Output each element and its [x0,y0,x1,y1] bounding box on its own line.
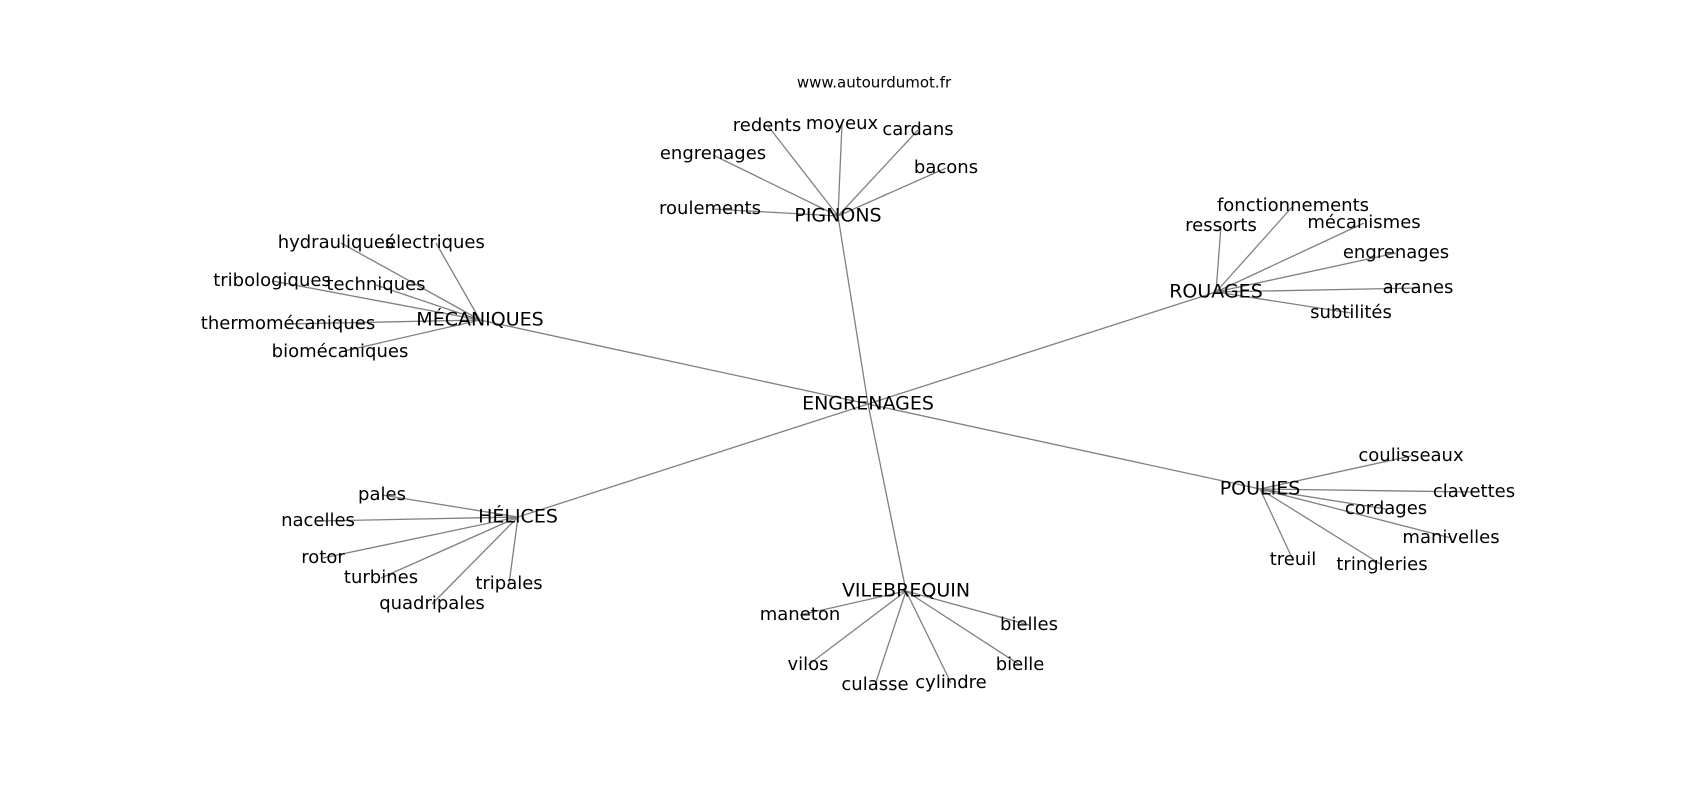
word-node[interactable]: bielles [1000,614,1058,635]
word-node[interactable]: redents [733,115,801,136]
edge-hub-to-word [317,516,519,522]
hub-node[interactable]: POULIES [1220,478,1301,500]
edge-hub-to-word [380,516,519,579]
word-node[interactable]: cardans [882,119,953,140]
word-node[interactable]: manivelles [1402,527,1499,548]
edge-hub-to-word [375,284,481,321]
edge-hub-to-word [807,590,907,666]
graph-edges [272,123,1475,686]
word-node[interactable]: bielle [996,654,1045,675]
word-node[interactable]: nacelles [281,510,355,531]
edge-hub-to-word [287,319,481,325]
word-node[interactable]: biomécaniques [272,341,409,362]
word-node[interactable]: tribologiques [213,270,331,291]
edge-hub-to-word [435,242,481,321]
edge-hub-to-word [1215,205,1294,293]
edge-hub-to-word [1259,488,1387,510]
word-node[interactable]: maneton [760,604,841,625]
edge-hub-to-word [381,494,519,518]
word-node[interactable]: techniques [326,274,425,295]
edge-hub-to-word [712,154,839,217]
edge-hub-to-word [1215,291,1352,314]
edge-center-to-hub [867,291,1217,405]
word-node[interactable]: hydrauliques [278,232,395,253]
edge-hub-to-word [322,516,519,559]
edge-hub-to-word [767,125,839,217]
edge-hub-to-word [905,590,952,684]
edge-hub-to-word [837,123,843,217]
hub-node[interactable]: PIGNONS [794,205,881,227]
word-node[interactable]: vilos [787,654,828,675]
edge-hub-to-word [711,208,839,217]
center-node[interactable]: ENGRENAGES [802,393,934,415]
hub-node[interactable]: VILEBREQUIN [842,580,970,602]
word-node[interactable]: quadripales [379,593,485,614]
word-node[interactable]: roulements [659,198,761,219]
hub-node[interactable]: MÉCANIQUES [416,308,543,331]
word-node[interactable]: cordages [1345,498,1427,519]
word-node[interactable]: coulisseaux [1358,445,1464,466]
edge-hub-to-word [1259,455,1412,490]
edge-hub-to-word [1259,488,1294,561]
word-node[interactable]: clavettes [1433,481,1515,502]
edge-hub-to-word [1215,287,1419,293]
edge-hub-to-word [508,516,519,585]
word-node[interactable]: engrenages [1343,242,1449,263]
word-node[interactable]: bacons [914,157,978,178]
site-watermark: www.autourdumot.fr [797,74,952,92]
hub-node[interactable]: ROUAGES [1169,281,1263,303]
word-node[interactable]: pales [358,484,406,505]
edge-hub-to-word [905,590,1021,666]
word-node[interactable]: arcanes [1383,277,1454,298]
edge-hub-to-word [1259,488,1452,539]
edge-hub-to-word [431,516,519,605]
word-node[interactable]: turbines [344,567,418,588]
word-node[interactable]: fonctionnements [1217,195,1369,216]
edge-hub-to-word [340,242,481,321]
edge-hub-to-word [837,129,919,217]
edge-center-to-hub [867,403,907,592]
edge-center-to-hub [867,403,1261,490]
word-node[interactable]: engrenages [660,143,766,164]
word-node[interactable]: thermomécaniques [201,313,375,334]
word-node[interactable]: cylindre [915,672,986,693]
edge-hub-to-word [1259,488,1475,493]
edge-hub-to-word [905,590,1030,626]
word-node[interactable]: mécanismes [1307,212,1420,233]
hub-node[interactable]: HÉLICES [478,505,558,528]
word-node[interactable]: tringleries [1336,554,1427,575]
edge-hub-to-word [1215,252,1397,293]
word-node[interactable]: moyeux [806,113,879,134]
edge-hub-to-word [874,590,907,686]
edge-hub-to-word [1215,225,1222,293]
word-node[interactable]: culasse [841,674,908,695]
edge-hub-to-word [799,590,907,616]
edge-hub-to-word [339,319,481,353]
word-node[interactable]: ressorts [1185,215,1257,236]
edge-hub-to-word [1215,222,1365,293]
word-node[interactable]: rotor [301,547,345,568]
edge-hub-to-word [1259,488,1383,566]
edge-hub-to-word [272,280,481,321]
edge-center-to-hub [517,403,869,518]
word-node[interactable]: tripales [475,573,542,594]
edge-hub-to-word [837,167,947,217]
word-node[interactable]: subtilités [1310,302,1392,323]
word-node[interactable]: treuil [1270,549,1317,570]
edge-center-to-hub [837,215,869,405]
word-node[interactable]: électriques [385,232,485,253]
edge-center-to-hub [479,319,869,405]
